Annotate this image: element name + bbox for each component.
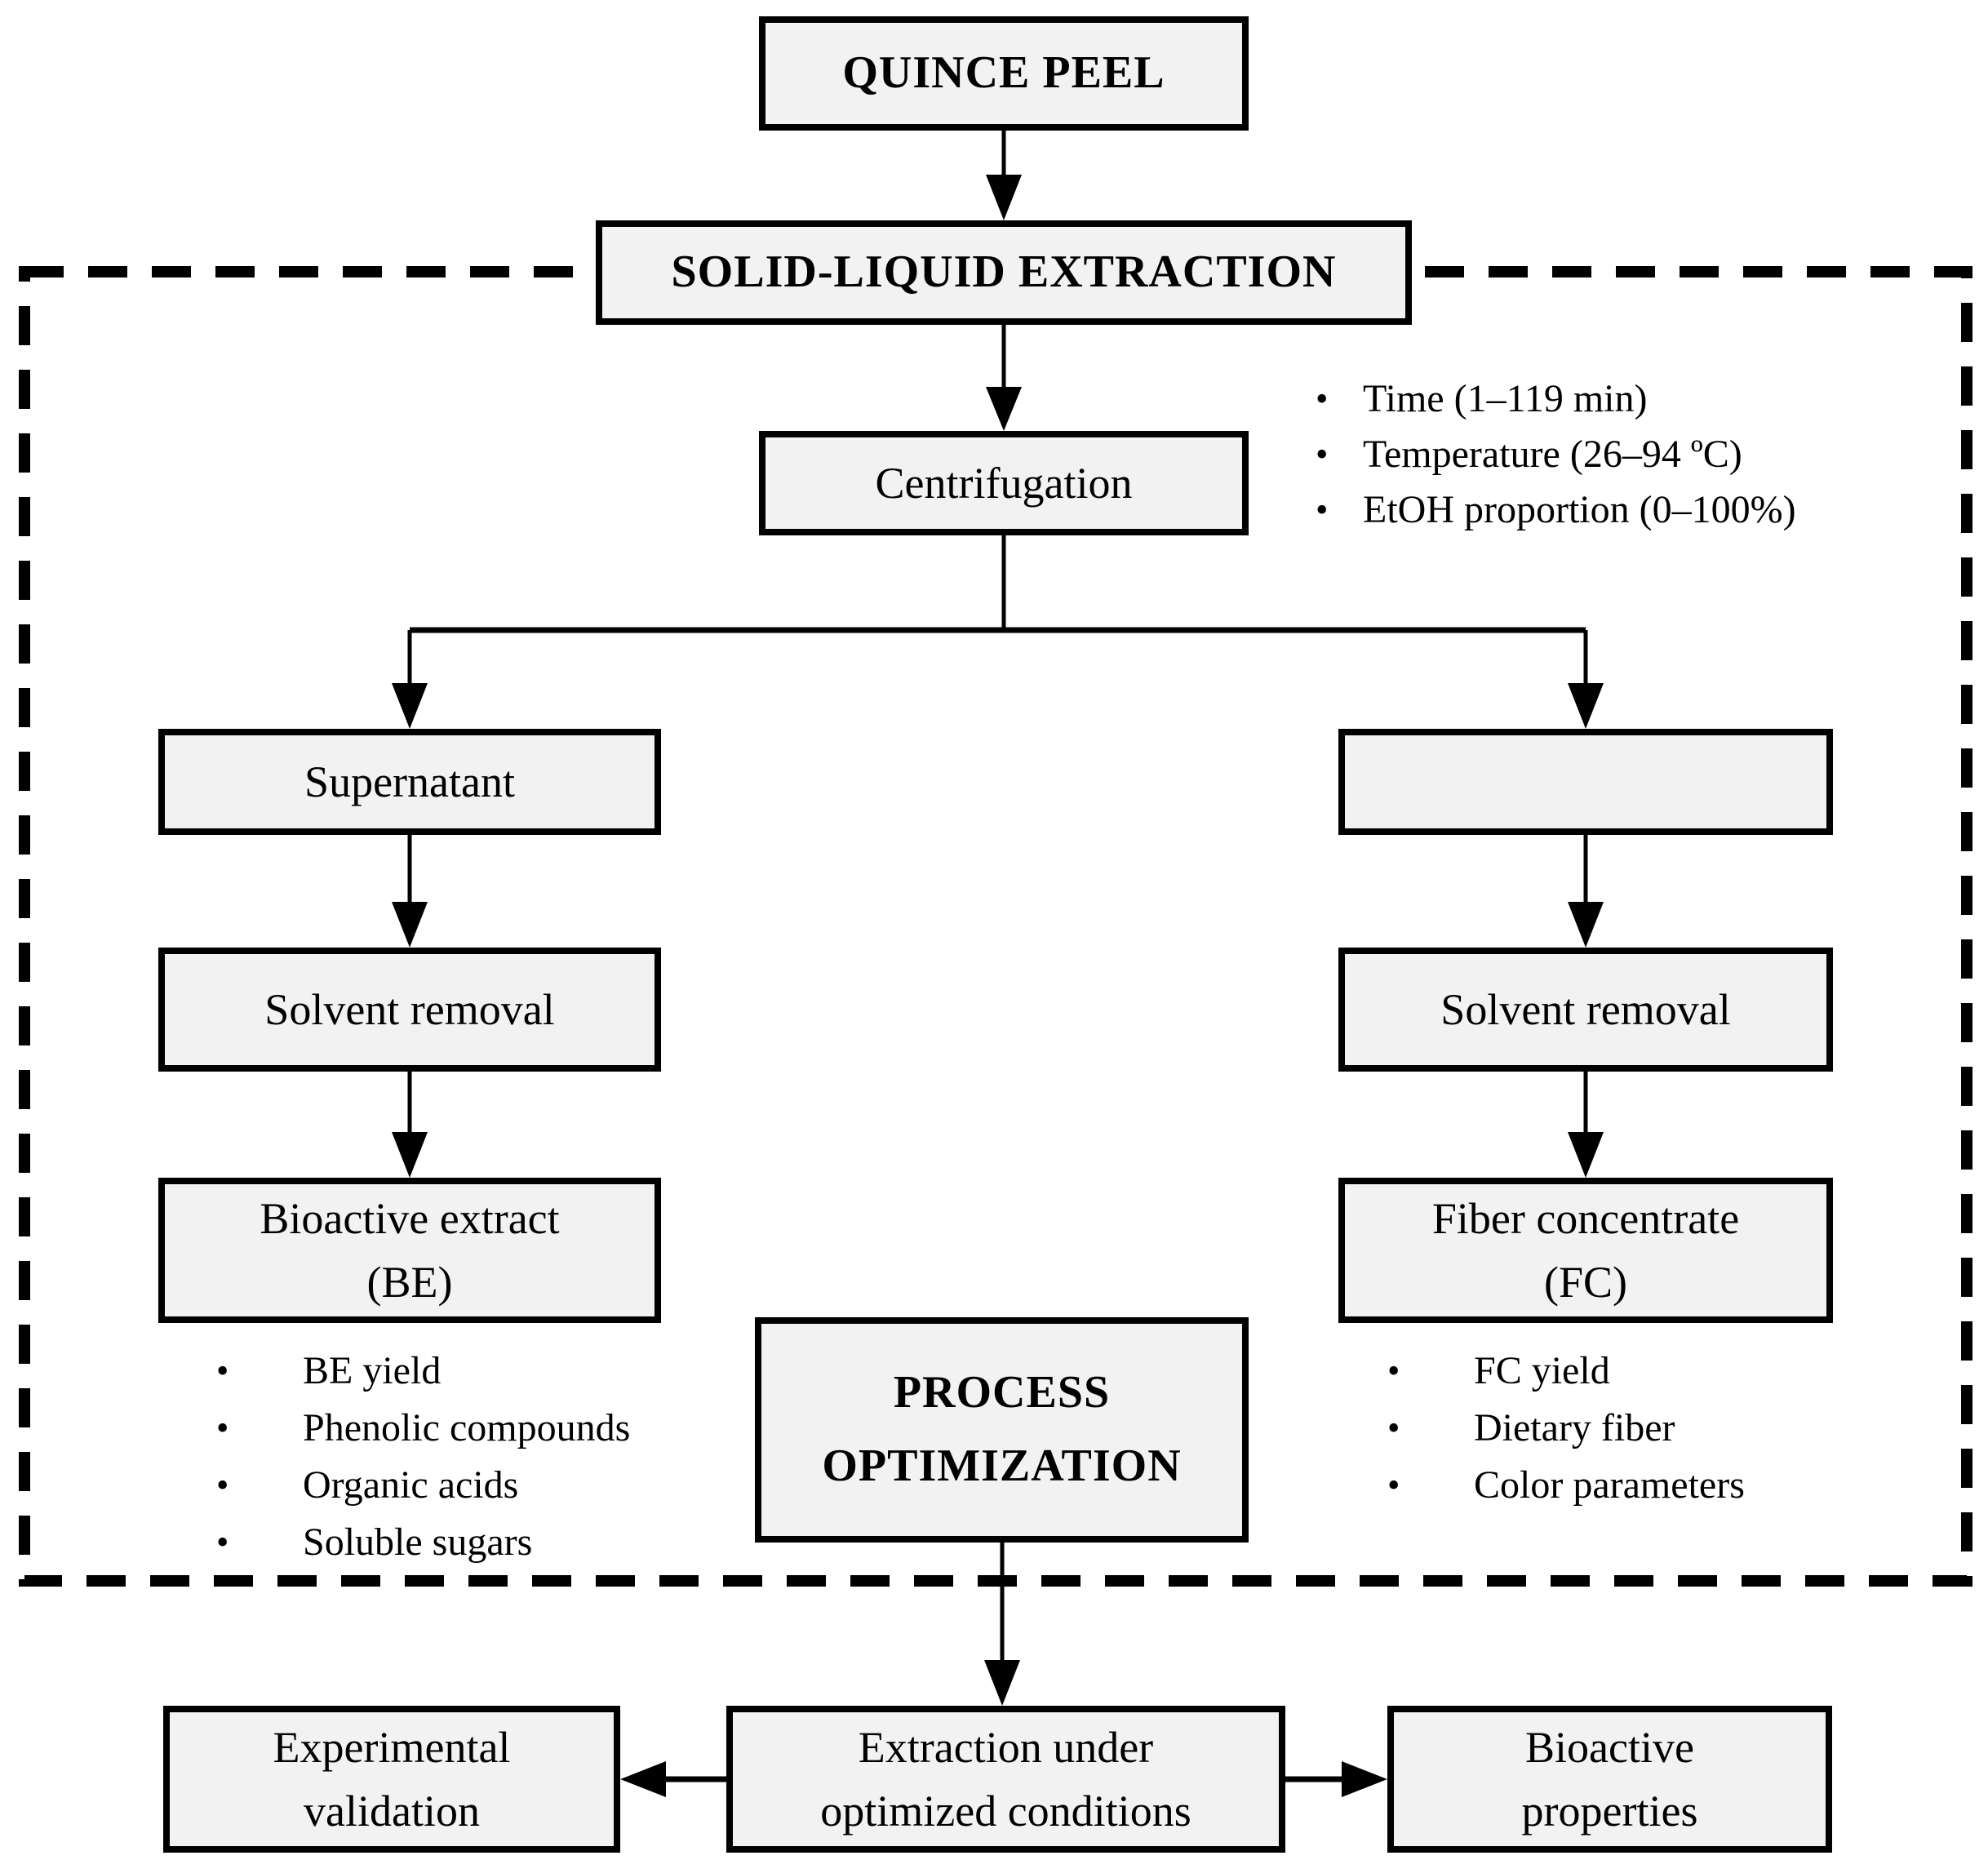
list-item: FC yield	[1387, 1343, 1745, 1400]
node-bioactive-extract: Bioactive extract (BE)	[158, 1178, 661, 1323]
list-item: Time (1–119 min)	[1316, 371, 1796, 427]
fc-outputs-list: FC yield Dietary fiber Color parameters	[1387, 1343, 1745, 1514]
node-extraction-optimized: Extraction under optimized conditions	[726, 1706, 1285, 1853]
connector-centrifugation-split	[392, 535, 1604, 729]
node-centrifugation: Centrifugation	[759, 431, 1249, 535]
node-solvent-removal-left: Solvent removal	[158, 948, 661, 1072]
arrow-extraction-to-centrifugation	[986, 325, 1022, 431]
arrow-solvent-removal-to-fiber-concentrate	[1568, 1072, 1604, 1178]
list-item: EtOH proportion (0–100%)	[1316, 482, 1796, 538]
node-bioactive-properties: Bioactive properties	[1387, 1706, 1832, 1853]
node-solid-liquid-extraction: SOLID-LIQUID EXTRACTION	[596, 220, 1412, 325]
list-item: Dietary fiber	[1387, 1400, 1745, 1457]
node-supernatant: Supernatant	[158, 729, 661, 835]
extraction-conditions-list: Time (1–119 min) Temperature (26–94 ºC) …	[1316, 371, 1796, 538]
list-item: Phenolic compounds	[216, 1400, 630, 1457]
arrow-supernatant-to-solvent-removal	[392, 835, 428, 948]
node-quince-peel: QUINCE PEEL	[759, 16, 1249, 131]
list-item: Organic acids	[216, 1457, 630, 1514]
list-item: Color parameters	[1387, 1457, 1745, 1514]
node-fiber-concentrate: Fiber concentrate (FC)	[1338, 1178, 1833, 1323]
node-solvent-removal-right: Solvent removal	[1338, 948, 1833, 1072]
node-solid-residue	[1338, 729, 1833, 835]
list-item: Soluble sugars	[216, 1514, 630, 1571]
list-item: BE yield	[216, 1343, 630, 1400]
arrow-to-experimental-validation	[620, 1761, 726, 1797]
list-item: Temperature (26–94 ºC)	[1316, 427, 1796, 482]
arrow-quince-to-extraction	[986, 131, 1022, 220]
arrow-optimization-to-extraction-optimized	[984, 1543, 1020, 1706]
node-experimental-validation: Experimental validation	[163, 1706, 620, 1853]
arrow-to-bioactive-properties	[1285, 1761, 1387, 1797]
node-process-optimization: PROCESS OPTIMIZATION	[755, 1317, 1249, 1543]
arrow-solvent-removal-to-bioactive-extract	[392, 1072, 428, 1178]
arrow-solid-residue-to-solvent-removal	[1568, 835, 1604, 948]
be-outputs-list: BE yield Phenolic compounds Organic acid…	[216, 1343, 630, 1571]
